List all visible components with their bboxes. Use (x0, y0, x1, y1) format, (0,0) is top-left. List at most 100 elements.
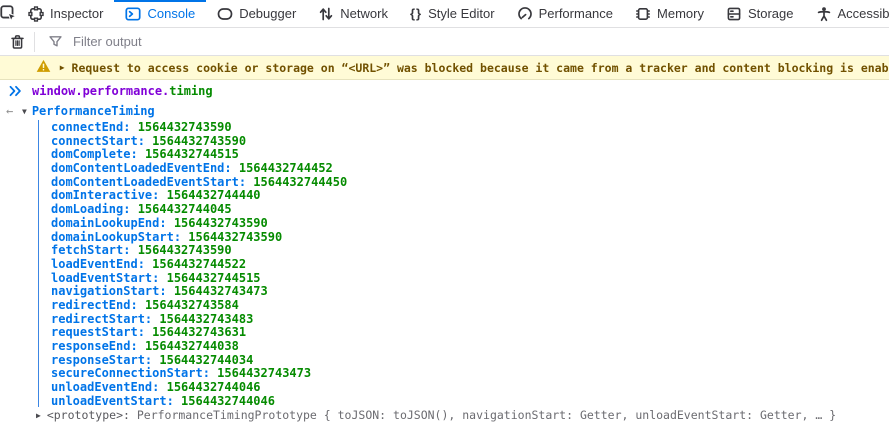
tab-label: Debugger (239, 6, 297, 21)
object-property-row: domContentLoadedEventStart: 156443274445… (51, 175, 889, 189)
property-name: loadEventStart (51, 270, 153, 285)
object-property-row: domainLookupStart: 1564432743590 (51, 230, 889, 244)
property-name: secureConnectionStart (51, 366, 203, 381)
collapse-object-icon[interactable]: ▼ (22, 106, 27, 116)
property-value: 1564432744515 (166, 270, 261, 285)
tab-label: Style Editor (428, 6, 495, 21)
property-value: 1564432744452 (238, 161, 333, 176)
property-colon: : (130, 147, 145, 162)
property-colon: : (123, 202, 138, 217)
inspector-icon (28, 5, 44, 22)
tab-storage[interactable]: Storage (715, 0, 805, 27)
tab-label: Inspector (50, 6, 104, 21)
property-value: 1564432744440 (166, 188, 261, 203)
property-name: domContentLoadedEventEnd (51, 161, 225, 176)
property-name: unloadEventEnd (51, 380, 153, 395)
return-value-icon: ← (6, 104, 14, 118)
property-value: 1564432744034 (159, 352, 254, 367)
tab-console[interactable]: Console (114, 0, 206, 27)
tab-inspector[interactable]: Inspector (17, 0, 114, 27)
property-colon: : (159, 215, 174, 230)
performance-icon (517, 6, 533, 22)
tab-label: Accessibility (837, 6, 889, 21)
tab-performance[interactable]: Performance (506, 0, 624, 27)
object-property-row: unloadEventEnd: 1564432744046 (51, 380, 889, 394)
property-value: 1564432743631 (152, 325, 247, 340)
property-value: 1564432743584 (144, 297, 239, 312)
property-colon: : (238, 174, 254, 189)
command-input-icon (9, 82, 22, 101)
property-value: 1564432743590 (152, 133, 247, 148)
property-colon: : (123, 243, 138, 258)
prototype-label: <prototype>: (46, 408, 137, 423)
property-colon: : (137, 325, 153, 340)
property-value: 1564432743473 (173, 284, 268, 299)
property-colon: : (123, 120, 138, 134)
property-name: domainLookupEnd (51, 215, 160, 230)
property-colon: : (137, 256, 153, 271)
tab-label: Storage (747, 6, 794, 21)
console-warning-message: ▶ Request to access cookie or storage on… (0, 56, 889, 80)
property-colon: : (224, 161, 239, 176)
object-property-row: responseEnd: 1564432744038 (51, 339, 889, 353)
tab-network[interactable]: Network (307, 0, 399, 27)
style-editor-icon: {} (409, 6, 423, 21)
property-colon: : (152, 188, 167, 203)
tab-label: Performance (538, 6, 614, 21)
object-property-row: domInteractive: 1564432744440 (51, 188, 889, 202)
object-property-row: connectEnd: 1564432743590 (51, 120, 889, 134)
object-property-row: domContentLoadedEventEnd: 1564432744452 (51, 161, 889, 175)
clear-console-button[interactable] (0, 34, 34, 50)
property-name: unloadEventStart (51, 393, 167, 408)
property-name: navigationStart (51, 284, 160, 299)
property-name: responseEnd (51, 339, 131, 353)
object-property-row: domainLookupEnd: 1564432743590 (51, 216, 889, 230)
devtools-toolbar: Inspector Console Debugger Network {} (0, 0, 889, 28)
property-name: redirectEnd (51, 297, 131, 312)
property-value: 1564432743590 (173, 215, 268, 230)
object-property-row: domLoading: 1564432744045 (51, 202, 889, 216)
property-name: domainLookupStart (51, 229, 174, 244)
property-colon: : (202, 366, 218, 381)
console-output: window.performance.timing ← ▼ Performanc… (0, 80, 889, 423)
property-name: domLoading (51, 202, 124, 217)
property-value: 1564432744046 (166, 380, 261, 395)
property-colon: : (137, 133, 153, 148)
property-colon: : (130, 339, 145, 353)
command-text: window.performance.timing (32, 84, 213, 98)
object-property-row: domComplete: 1564432744515 (51, 147, 889, 161)
property-name: redirectStart (51, 311, 145, 326)
property-name: domContentLoadedEventStart (51, 174, 239, 189)
pick-element-button[interactable] (0, 0, 17, 27)
prototype-row: ▶ <prototype>: PerformanceTimingPrototyp… (0, 407, 889, 423)
object-property-row: secureConnectionStart: 1564432743473 (51, 366, 889, 380)
filter-output-input[interactable] (71, 33, 889, 50)
console-icon (125, 6, 142, 22)
object-property-row: loadEventEnd: 1564432744522 (51, 257, 889, 271)
filterbar-divider (34, 31, 35, 52)
property-value: 1564432743473 (217, 366, 312, 381)
property-colon: : (144, 311, 160, 326)
object-property-row: unloadEventStart: 1564432744046 (51, 394, 889, 408)
prototype-preview: PerformanceTimingPrototype { toJSON: toJ… (136, 408, 837, 423)
tab-memory[interactable]: Memory (624, 0, 715, 27)
property-value: 1564432743590 (137, 120, 232, 134)
property-value: 1564432743590 (188, 229, 283, 244)
tab-label: Memory (657, 6, 704, 21)
property-name: domComplete (51, 147, 131, 162)
warning-icon (8, 45, 51, 90)
expand-prototype-icon[interactable]: ▶ (36, 410, 41, 420)
object-property-row: fetchStart: 1564432743590 (51, 243, 889, 257)
result-object-name: PerformanceTiming (31, 104, 155, 118)
property-name: requestStart (51, 325, 138, 340)
tab-debugger[interactable]: Debugger (206, 0, 307, 27)
console-command-row: window.performance.timing (0, 80, 889, 102)
property-name: domInteractive (51, 188, 153, 203)
trash-icon (10, 34, 25, 50)
warning-expand-icon[interactable]: ▶ (59, 63, 65, 72)
property-colon: : (144, 352, 160, 367)
tab-accessibility[interactable]: Accessibility (805, 0, 889, 27)
property-name: connectEnd (51, 120, 124, 134)
tab-style-editor[interactable]: {} Style Editor (399, 0, 506, 27)
object-property-row: responseStart: 1564432744034 (51, 353, 889, 367)
